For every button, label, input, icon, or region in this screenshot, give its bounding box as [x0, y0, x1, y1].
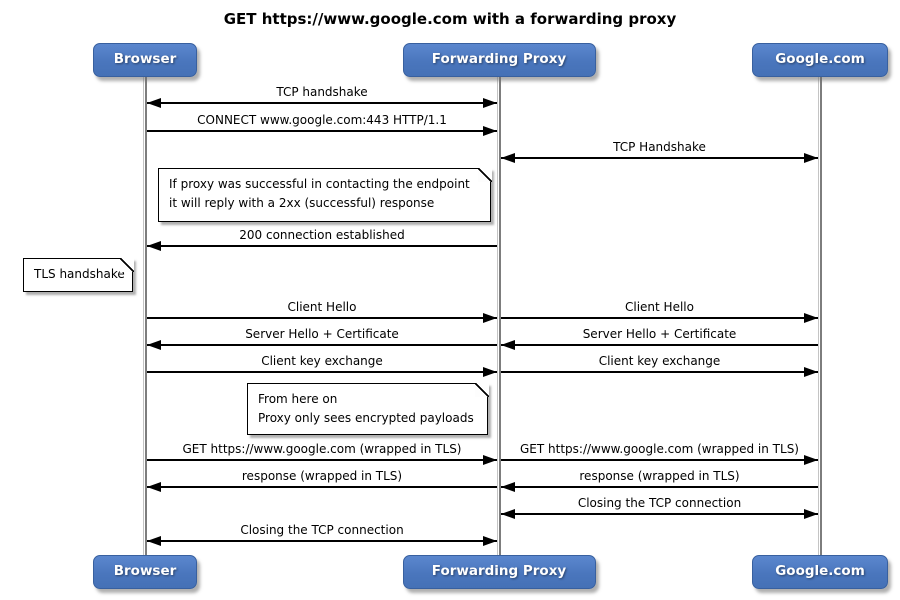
- note-fold-icon: [119, 257, 134, 272]
- message-label: CONNECT www.google.com:443 HTTP/1.1: [197, 113, 447, 127]
- message-line: [147, 245, 497, 247]
- message-line: [147, 540, 497, 542]
- note-fold-icon: [474, 382, 489, 397]
- message-line: [147, 130, 497, 132]
- arrowhead-right-icon: [483, 535, 497, 546]
- message-line: [501, 486, 818, 488]
- message-label: Client Hello: [625, 300, 694, 314]
- message-label: TCP Handshake: [613, 140, 706, 154]
- lifeline-browser: [143, 77, 147, 556]
- arrowhead-left-icon: [501, 508, 515, 519]
- message-line: [147, 102, 497, 104]
- actor-box-google-bottom: Google.com: [752, 555, 888, 589]
- arrowhead-left-icon: [147, 97, 161, 108]
- arrowhead-right-icon: [483, 125, 497, 136]
- actor-box-forwarding-proxy-top: Forwarding Proxy: [402, 43, 596, 77]
- arrowhead-right-icon: [483, 454, 497, 465]
- note-line: TLS handshake: [34, 267, 125, 281]
- message-label: Client key exchange: [261, 354, 383, 368]
- arrowhead-right-icon: [804, 508, 818, 519]
- message-line: [147, 486, 497, 488]
- actor-box-browser-top: Browser: [93, 43, 197, 77]
- arrowhead-left-icon: [147, 240, 161, 251]
- note-line: it will reply with a 2xx (successful) re…: [169, 196, 435, 210]
- arrowhead-right-icon: [804, 152, 818, 163]
- arrowhead-left-icon: [501, 481, 515, 492]
- message-line: [147, 317, 497, 319]
- arrowhead-left-icon: [501, 152, 515, 163]
- arrowhead-right-icon: [804, 312, 818, 323]
- message-label: Closing the TCP connection: [240, 523, 404, 537]
- note: If proxy was successful in contacting th…: [158, 167, 492, 222]
- message-line: [501, 459, 818, 461]
- actor-box-browser-bottom: Browser: [93, 555, 197, 589]
- message-line: [147, 371, 497, 373]
- note-line: Proxy only sees encrypted payloads: [258, 411, 474, 425]
- arrowhead-right-icon: [483, 312, 497, 323]
- message-label: GET https://www.google.com (wrapped in T…: [182, 442, 462, 456]
- note-line: If proxy was successful in contacting th…: [169, 177, 470, 191]
- message-line: [501, 157, 818, 159]
- actor-box-google-top: Google.com: [752, 43, 888, 77]
- arrowhead-left-icon: [147, 535, 161, 546]
- lifeline-google: [818, 77, 822, 556]
- message-label: response (wrapped in TLS): [241, 469, 403, 483]
- message-label: response (wrapped in TLS): [579, 469, 740, 483]
- note-line: From here on: [258, 392, 338, 406]
- message-line: [147, 344, 497, 346]
- arrowhead-right-icon: [483, 97, 497, 108]
- lifeline-forwarding-proxy: [497, 77, 501, 556]
- message-line: [501, 344, 818, 346]
- message-label: Closing the TCP connection: [577, 496, 742, 510]
- arrowhead-right-icon: [804, 454, 818, 465]
- message-line: [501, 317, 818, 319]
- message-label: Server Hello + Certificate: [245, 327, 399, 341]
- arrowhead-right-icon: [804, 366, 818, 377]
- arrowhead-right-icon: [483, 366, 497, 377]
- message-line: [501, 371, 818, 373]
- note-fold-icon: [477, 167, 492, 182]
- arrowhead-left-icon: [147, 339, 161, 350]
- note: TLS handshake: [23, 257, 134, 292]
- message-label: Server Hello + Certificate: [582, 327, 737, 341]
- message-label: GET https://www.google.com (wrapped in T…: [520, 442, 799, 456]
- message-label: TCP handshake: [276, 85, 368, 99]
- arrowhead-left-icon: [147, 481, 161, 492]
- diagram-title: GET https://www.google.com with a forwar…: [223, 10, 677, 28]
- actor-box-forwarding-proxy-bottom: Forwarding Proxy: [402, 555, 596, 589]
- message-label: Client Hello: [287, 300, 357, 314]
- message-line: [147, 459, 497, 461]
- message-label: Client key exchange: [598, 354, 721, 368]
- message-label: 200 connection established: [239, 228, 405, 242]
- message-line: [501, 513, 818, 515]
- note: From here on Proxy only sees encrypted pa…: [247, 382, 489, 435]
- arrowhead-left-icon: [501, 339, 515, 350]
